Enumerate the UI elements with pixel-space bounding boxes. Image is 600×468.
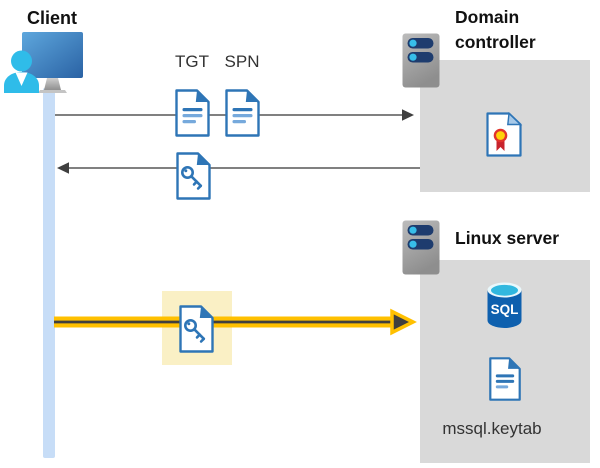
spn-label: SPN bbox=[224, 52, 260, 71]
keytab-label: mssql.keytab bbox=[442, 419, 542, 438]
user-icon bbox=[4, 50, 39, 93]
service-ticket-key-document-icon bbox=[176, 152, 211, 200]
client-lifeline bbox=[43, 88, 55, 458]
sql-database-icon: SQL bbox=[487, 282, 522, 328]
client-icon bbox=[4, 32, 83, 93]
sql-label: SQL bbox=[491, 302, 519, 317]
certificate-icon bbox=[486, 112, 523, 157]
domain-controller-server-icon bbox=[402, 33, 440, 88]
linux-server-label: Linux server bbox=[455, 228, 560, 248]
tgt-document-icon bbox=[175, 89, 210, 137]
linux-server-icon bbox=[402, 220, 440, 275]
monitor-icon bbox=[22, 32, 83, 93]
spn-document-icon bbox=[225, 89, 260, 137]
client-label: Client bbox=[27, 8, 78, 28]
service-ticket-key-document-highlighted-icon bbox=[179, 305, 214, 353]
domain-controller-label: Domain controller bbox=[455, 7, 536, 52]
keytab-document-icon bbox=[489, 357, 521, 401]
auth-arrow-yellow bbox=[54, 308, 417, 336]
response-arrow bbox=[57, 162, 420, 174]
tgt-label: TGT bbox=[175, 52, 209, 71]
